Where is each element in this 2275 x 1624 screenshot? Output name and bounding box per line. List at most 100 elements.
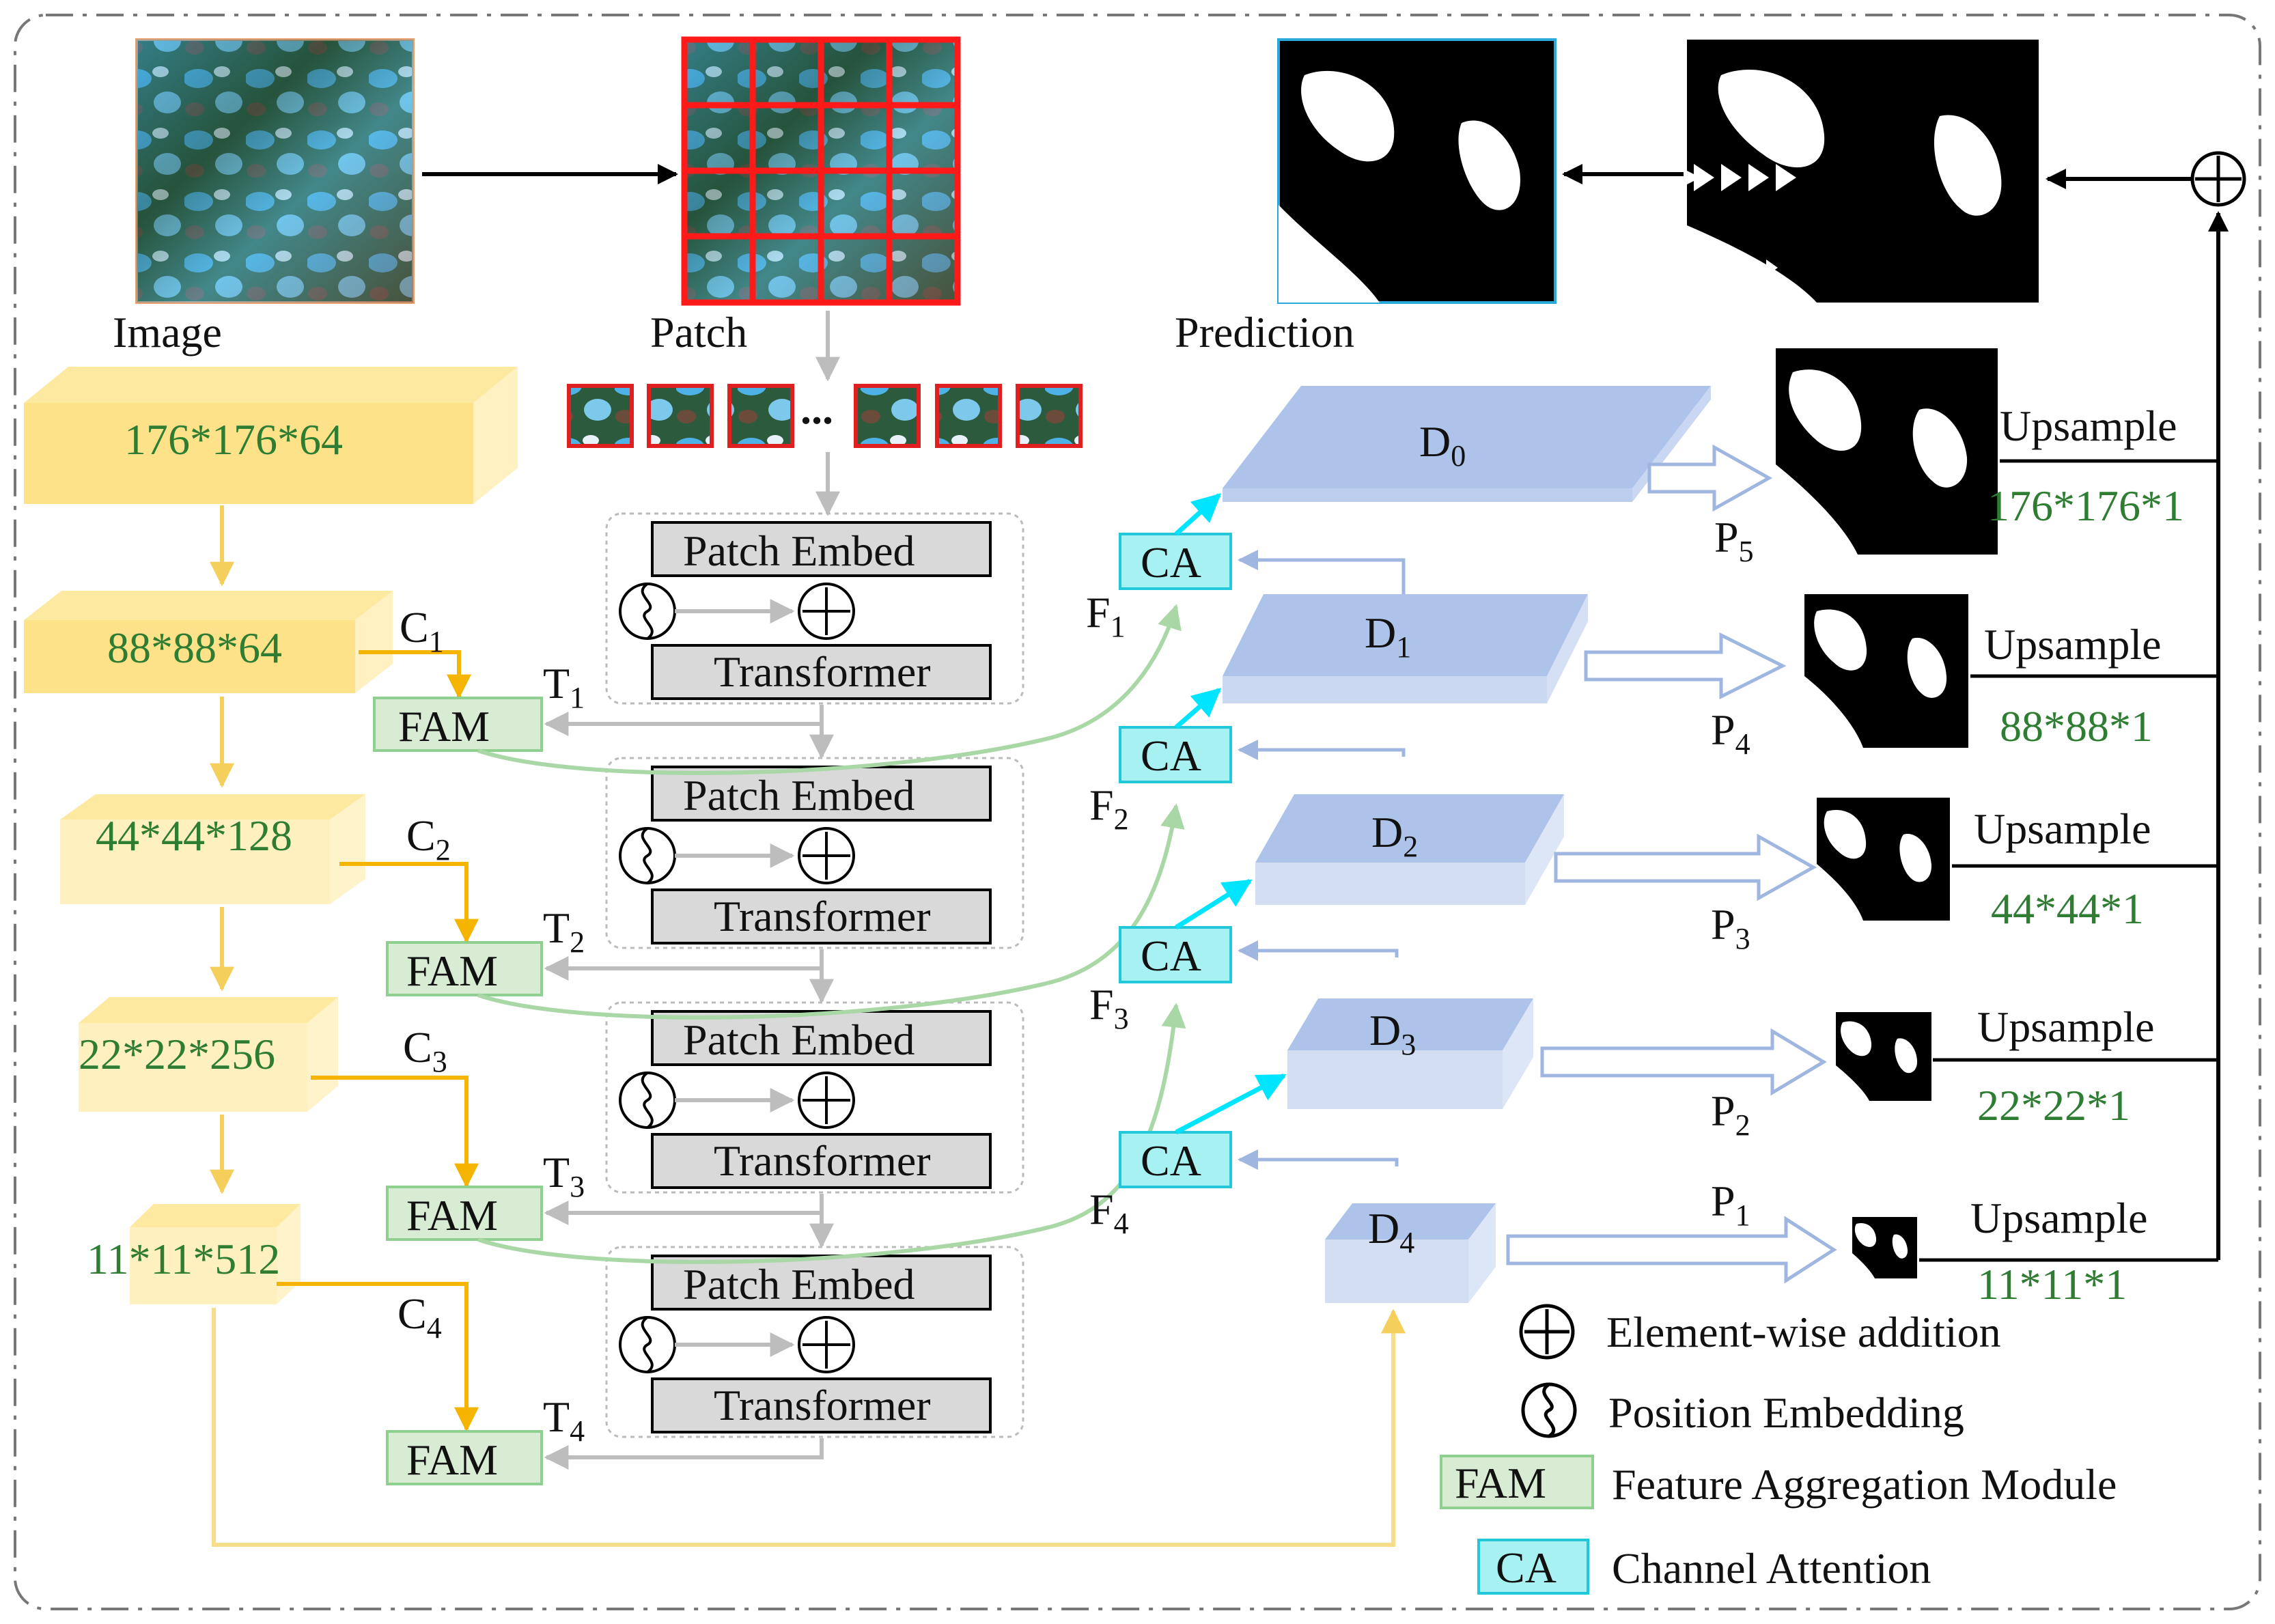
legend-fam-label: Feature Aggregation Module xyxy=(1612,1460,2117,1509)
decoder-to-ca-arrows xyxy=(1238,550,1406,1170)
patch-embed-label-1: Patch Embed xyxy=(683,527,915,575)
c4-arrow xyxy=(277,1282,479,1432)
decoder-to-output-arrows xyxy=(1506,444,1837,1284)
encoder-stage-5 xyxy=(130,1204,301,1304)
legend-pos-icon xyxy=(1521,1382,1577,1438)
upsample-dim-3: 44*44*1 xyxy=(1991,884,2144,933)
image-label: Image xyxy=(113,308,222,356)
decoder-3 xyxy=(1287,998,1533,1109)
sum-node xyxy=(2190,151,2246,207)
f2-label: F2 xyxy=(1089,781,1129,836)
decoder-4 xyxy=(1325,1203,1496,1303)
legend-add-icon xyxy=(1519,1304,1575,1360)
fam-label-1: FAM xyxy=(398,702,490,751)
patch-label: Patch xyxy=(650,308,747,356)
decoder-label-3: D3 xyxy=(1369,1006,1416,1061)
transformer-block-4 xyxy=(605,1246,1024,1438)
legend-fam-key xyxy=(1440,1455,1594,1509)
prediction-image xyxy=(1277,38,1557,304)
patch-grid-image xyxy=(681,36,961,306)
ca-box-2 xyxy=(1119,726,1232,783)
fam-box-3 xyxy=(386,1186,543,1241)
tokens-ellipsis: ... xyxy=(800,384,833,433)
t4-label: T4 xyxy=(543,1392,585,1448)
patch-tokens xyxy=(567,384,1083,448)
encoder-dim-5: 11*11*512 xyxy=(87,1235,280,1283)
ca-label-1: CA xyxy=(1141,538,1201,587)
p4-label: P4 xyxy=(1711,705,1750,761)
t2-label: T2 xyxy=(543,904,585,959)
decoder-label-0: D0 xyxy=(1419,417,1466,473)
encoder-stage-2 xyxy=(24,591,393,693)
patch-embed-label-3: Patch Embed xyxy=(683,1016,915,1064)
encoder-stage-4 xyxy=(79,997,338,1112)
legend-ca-label: Channel Attention xyxy=(1612,1544,1931,1593)
f4-label: F4 xyxy=(1089,1185,1129,1240)
upsample-label-2: Upsample xyxy=(1977,1003,2155,1051)
upsample-label-1: Upsample xyxy=(1970,1194,2148,1242)
decoder-label-1: D1 xyxy=(1365,608,1411,664)
transformer-block-2 xyxy=(605,757,1024,949)
transformer-block-3 xyxy=(605,1001,1024,1194)
legend-ca-key xyxy=(1477,1539,1589,1595)
upsample-dim-2: 22*22*1 xyxy=(1977,1081,2130,1130)
c2-label: C2 xyxy=(406,811,451,867)
upsample-dim-4: 88*88*1 xyxy=(2000,702,2153,751)
transformer-label-3: Transformer xyxy=(714,1136,931,1185)
ensemble-image xyxy=(1687,40,2039,303)
encoder-stage-3 xyxy=(60,794,365,904)
output-mask-1 xyxy=(1852,1217,1917,1278)
t3-label: T3 xyxy=(543,1148,585,1203)
c3-label: C3 xyxy=(403,1023,447,1078)
encoder-dim-2: 88*88*64 xyxy=(107,624,282,672)
upsample-label-3: Upsample xyxy=(1974,804,2151,853)
p2-label: P2 xyxy=(1711,1087,1750,1142)
ca-label-3: CA xyxy=(1141,932,1201,980)
legend-fam-key-label: FAM xyxy=(1455,1459,1546,1507)
decoder-label-2: D2 xyxy=(1371,808,1418,863)
ca-to-decoder-arrows xyxy=(1174,493,1287,1135)
upsample-dim-5: 176*176*1 xyxy=(1987,481,2184,530)
encoder-stage-1 xyxy=(24,367,518,504)
input-image xyxy=(135,38,415,304)
legend-add-label: Element-wise addition xyxy=(1606,1308,2001,1356)
transformer-label-4: Transformer xyxy=(714,1381,931,1429)
transformer-label-2: Transformer xyxy=(714,892,931,940)
fam-label-3: FAM xyxy=(406,1191,498,1240)
ca-box-1 xyxy=(1119,533,1232,590)
fam-box-1 xyxy=(373,697,543,752)
f1-label: F1 xyxy=(1086,588,1126,643)
c4-label: C4 xyxy=(397,1289,442,1345)
fam-label-2: FAM xyxy=(406,947,498,995)
upsample-dim-1: 11*11*1 xyxy=(1977,1260,2127,1308)
ca-box-3 xyxy=(1119,926,1232,983)
encoder-dim-4: 22*22*256 xyxy=(79,1030,275,1078)
legend-pos-label: Position Embedding xyxy=(1608,1388,1964,1437)
upsample-label-4: Upsample xyxy=(1984,620,2162,669)
output-mask-3 xyxy=(1817,798,1950,921)
outer-frame xyxy=(14,14,2261,1610)
ca-label-4: CA xyxy=(1141,1136,1201,1185)
fam-box-4 xyxy=(386,1430,543,1485)
encoder-skip-to-d4 xyxy=(212,1308,1406,1547)
p5-label: P5 xyxy=(1714,513,1754,568)
transformer-label-1: Transformer xyxy=(714,647,931,696)
legend-ca-key-label: CA xyxy=(1496,1543,1557,1592)
patch-embed-label-2: Patch Embed xyxy=(683,771,915,820)
t-connectors xyxy=(544,705,834,1470)
output-mask-5 xyxy=(1776,348,1998,555)
c1-label: C1 xyxy=(400,603,444,658)
encoder-dim-1: 176*176*64 xyxy=(124,415,343,464)
p1-label: P1 xyxy=(1711,1177,1750,1232)
f3-label: F3 xyxy=(1089,980,1129,1035)
encoder-dim-3: 44*44*128 xyxy=(96,811,292,860)
transformer-block-1 xyxy=(605,512,1024,705)
prediction-label: Prediction xyxy=(1175,308,1354,356)
decoder-label-4: D4 xyxy=(1368,1204,1414,1259)
upsample-lines xyxy=(1919,459,2218,1262)
upsample-label-5: Upsample xyxy=(2000,402,2177,450)
c3-arrow xyxy=(311,1076,479,1188)
t1-label: T1 xyxy=(543,659,585,714)
c2-arrow xyxy=(339,862,479,944)
fam-label-4: FAM xyxy=(406,1436,498,1484)
